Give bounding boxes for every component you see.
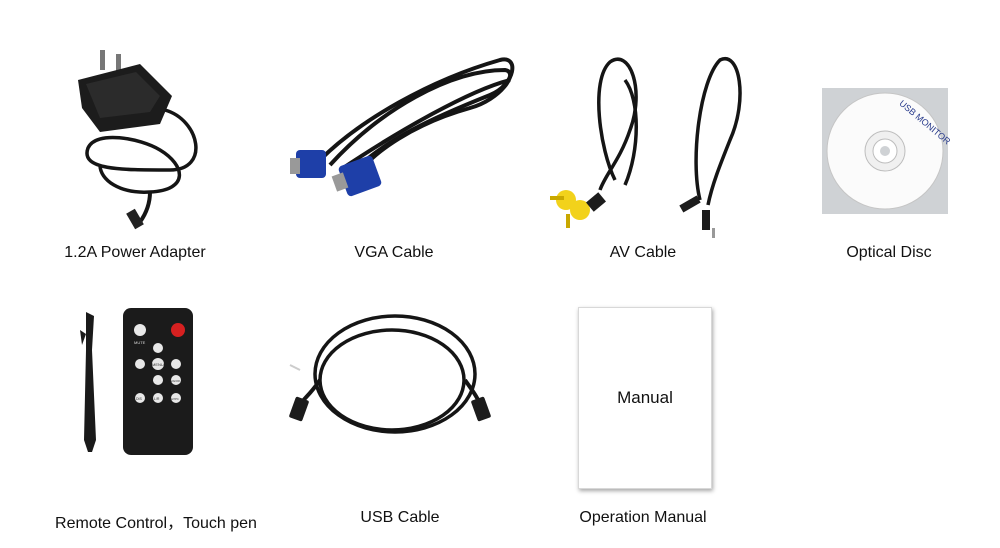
dis-label: DIS bbox=[136, 397, 143, 401]
power-adapter-icon bbox=[78, 50, 198, 230]
manual-sheet-text: Manual bbox=[617, 388, 673, 407]
remote-control-icon: MUTE MENU SIG/OK DIS L/R AV/PC bbox=[123, 308, 193, 455]
av-cable-caption: AV Cable bbox=[609, 244, 677, 261]
usb-cable-icon bbox=[289, 314, 491, 434]
vga-cable-caption: VGA Cable bbox=[354, 244, 434, 261]
manual-sheet: Manual bbox=[578, 307, 712, 489]
avpc-label: AV/PC bbox=[170, 397, 180, 401]
mute-label: MUTE bbox=[134, 340, 146, 345]
sig-ok-label: SIG/OK bbox=[170, 379, 180, 383]
optical-disc-caption: Optical Disc bbox=[846, 244, 932, 261]
usb-cable-caption: USB Cable bbox=[360, 509, 440, 526]
manual-caption: Operation Manual bbox=[579, 509, 707, 526]
optical-disc-icon: USB MONITOR bbox=[822, 88, 953, 214]
menu-label: MENU bbox=[152, 362, 164, 367]
lr-label: L/R bbox=[154, 397, 160, 401]
touch-pen-icon bbox=[80, 312, 96, 452]
power-adapter-caption: 1.2A Power Adapter bbox=[64, 244, 206, 261]
av-cable-icon bbox=[550, 57, 742, 238]
vga-cable-icon bbox=[290, 57, 515, 197]
remote-control-caption: Remote Control，Touch pen bbox=[55, 515, 257, 532]
